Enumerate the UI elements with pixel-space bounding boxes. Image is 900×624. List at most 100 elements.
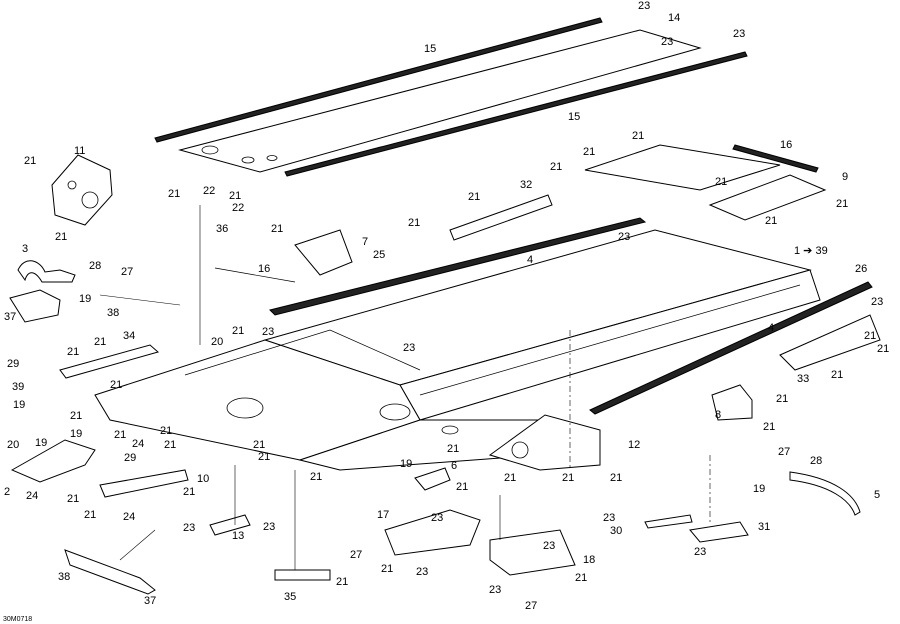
top-cover-assembly [154, 17, 748, 177]
callout-24: 24 [26, 490, 38, 502]
callout-27: 27 [525, 600, 537, 612]
callout-21: 21 [67, 346, 79, 358]
callout-21: 21 [550, 161, 562, 173]
callout-21: 21 [408, 217, 420, 229]
callout-21: 21 [110, 379, 122, 391]
tunnel-main-body [94, 229, 821, 471]
part-2 [10, 439, 96, 483]
callout-21: 21 [715, 176, 727, 188]
callout-21: 21 [468, 191, 480, 203]
part-30 [644, 514, 693, 529]
callout-19: 19 [79, 293, 91, 305]
callout-23: 23 [618, 231, 630, 243]
callout-2: 2 [4, 486, 10, 498]
callout-21: 21 [763, 421, 775, 433]
callout-23: 23 [431, 512, 443, 524]
callout-4: 4 [768, 322, 774, 334]
callout-26: 26 [855, 263, 867, 275]
bracket-17 [384, 509, 481, 556]
callout-23: 23 [733, 28, 745, 40]
callout-3: 3 [22, 243, 28, 255]
callout-19: 19 [35, 437, 47, 449]
callout-27: 27 [350, 549, 362, 561]
callout-18: 18 [583, 554, 595, 566]
callout-5: 5 [874, 489, 880, 501]
callout-23: 23 [183, 522, 195, 534]
callout-29: 29 [124, 452, 136, 464]
callout-21: 21 [271, 223, 283, 235]
callout-21: 21 [456, 481, 468, 493]
callout-21: 21 [253, 439, 265, 451]
callout-14: 14 [668, 12, 680, 24]
part-31 [689, 521, 749, 543]
callout-38: 38 [58, 571, 70, 583]
callout-21: 21 [164, 439, 176, 451]
callout-21: 21 [168, 188, 180, 200]
callout-21: 21 [55, 231, 67, 243]
callout-21: 21 [114, 429, 126, 441]
callout-19: 19 [13, 399, 25, 411]
tube-3 [17, 260, 76, 283]
callout-23: 23 [489, 584, 501, 596]
callout-34: 34 [123, 330, 135, 342]
callout-7: 7 [362, 236, 368, 248]
right-upper-bracket [584, 144, 827, 221]
callout-10: 10 [197, 473, 209, 485]
callout-23: 23 [638, 0, 650, 12]
callout-labels: 23 14 15 23 23 15 11 21 21 21 16 21 21 9… [4, 0, 889, 612]
callout-21: 21 [229, 190, 241, 202]
callout-23: 23 [661, 36, 673, 48]
callout-21: 21 [575, 572, 587, 584]
callout-11: 11 [74, 145, 85, 157]
part-10 [99, 469, 189, 498]
callout-1-arrow-39: 1 ➔ 39 [794, 245, 828, 257]
callout-15: 15 [424, 43, 436, 55]
callout-32: 32 [520, 179, 532, 191]
callout-21: 21 [232, 325, 244, 337]
callout-21: 21 [562, 472, 574, 484]
callout-23: 23 [871, 296, 883, 308]
callout-21: 21 [877, 343, 889, 355]
callout-21: 21 [336, 576, 348, 588]
callout-23: 23 [262, 326, 274, 338]
callout-28: 28 [810, 455, 822, 467]
callout-21: 21 [610, 472, 622, 484]
callout-16: 16 [258, 263, 270, 275]
top-cover-panel [178, 29, 702, 173]
callout-24: 24 [132, 438, 144, 450]
callout-22: 22 [203, 185, 215, 197]
rod-16-left [214, 267, 296, 283]
callout-19: 19 [70, 428, 82, 440]
callout-21: 21 [183, 486, 195, 498]
callout-20: 20 [211, 336, 223, 348]
diagram-code: 30M0718 [3, 616, 32, 623]
callout-23: 23 [263, 521, 275, 533]
bracket-32 [449, 194, 553, 241]
callout-19: 19 [400, 458, 412, 470]
rail-25 [269, 217, 647, 316]
callout-21: 21 [84, 509, 96, 521]
callout-19: 19 [753, 483, 765, 495]
callout-21: 21 [447, 443, 459, 455]
callout-36: 36 [216, 223, 228, 235]
callout-21: 21 [831, 369, 843, 381]
callout-25: 25 [373, 249, 385, 261]
callout-21: 21 [765, 215, 777, 227]
callout-21: 21 [160, 425, 172, 437]
callout-39: 39 [12, 381, 24, 393]
part-35 [274, 569, 331, 581]
callout-37: 37 [4, 311, 16, 323]
callout-22: 22 [232, 202, 244, 214]
callout-21: 21 [776, 393, 788, 405]
part-7 [294, 229, 353, 276]
callout-33: 33 [797, 373, 809, 385]
callout-24: 24 [123, 511, 135, 523]
part-8 [711, 384, 753, 421]
rail-15-lower [284, 51, 748, 177]
callout-38: 38 [107, 307, 119, 319]
callout-12: 12 [628, 439, 640, 451]
callout-21: 21 [504, 472, 516, 484]
rail-26 [589, 281, 873, 415]
callout-21: 21 [94, 336, 106, 348]
callout-6: 6 [451, 460, 457, 472]
